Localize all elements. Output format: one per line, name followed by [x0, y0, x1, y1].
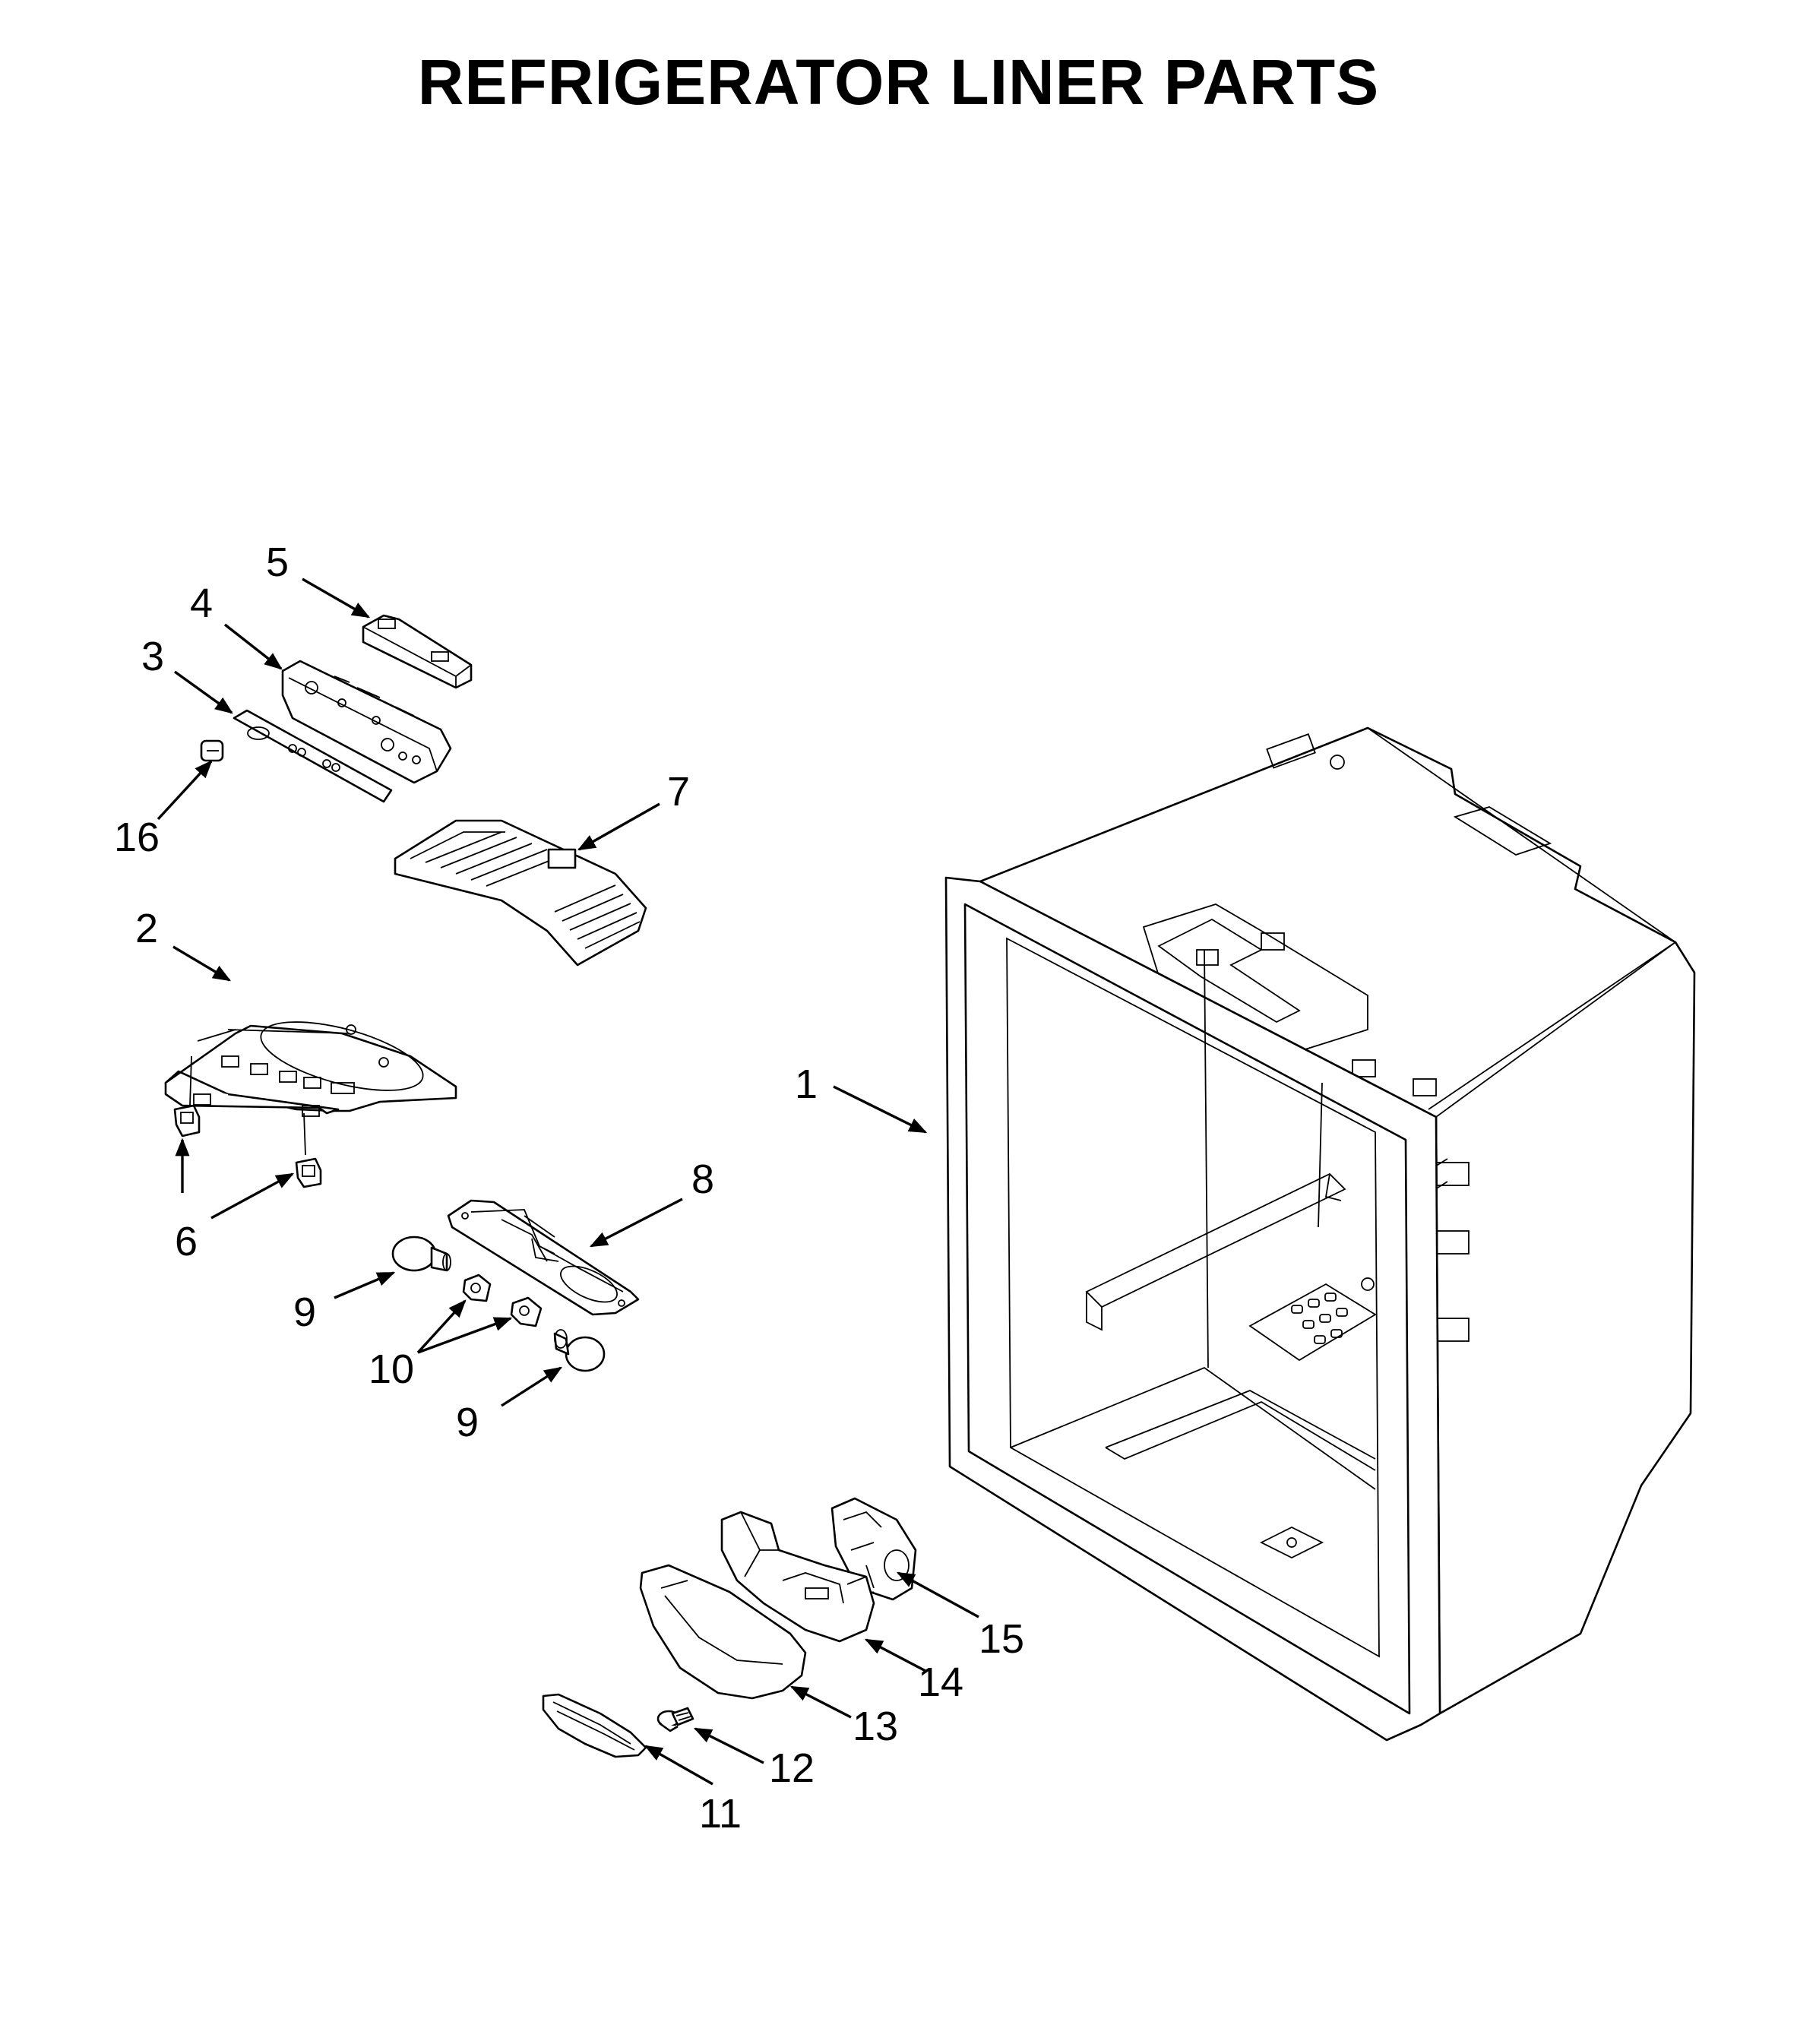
callout-5: 5 [266, 539, 289, 585]
callout-6: 6 [175, 1219, 198, 1264]
part-2-guide-line-left [189, 1055, 192, 1106]
leader-15 [896, 1571, 979, 1618]
part-2-guide-line-right [303, 1112, 306, 1156]
callout-16: 16 [114, 815, 160, 860]
leader-11 [644, 1745, 713, 1786]
part-8-light-housing [447, 1199, 640, 1316]
part-11-grille [542, 1693, 647, 1758]
leader-7 [577, 802, 660, 851]
callout-3: 3 [141, 634, 164, 679]
leader-12 [693, 1727, 764, 1764]
leader-8 [589, 1198, 683, 1248]
callout-13: 13 [853, 1704, 898, 1749]
part-4-housing [281, 660, 452, 784]
leader-1 [833, 1085, 928, 1134]
leader-16 [157, 760, 213, 821]
callout-1: 1 [795, 1062, 818, 1107]
part-10-socket-upper [462, 1274, 492, 1302]
leader-5 [302, 577, 371, 619]
part-9-bulb-lower [553, 1329, 606, 1372]
callout-10: 10 [369, 1346, 414, 1392]
leader-2 [172, 945, 232, 982]
part-14-bracket [720, 1511, 875, 1643]
leader-10b [417, 1317, 513, 1354]
callout-9-upper: 9 [293, 1289, 316, 1335]
part-5-cover [362, 614, 473, 689]
part-6-switch-right [295, 1157, 322, 1188]
leader-3 [174, 670, 233, 714]
part-12-screw [656, 1707, 694, 1732]
part-10-socket-lower [510, 1296, 543, 1327]
callout-labels: 1 2 3 4 5 6 7 8 9 9 10 11 12 13 14 15 16 [114, 539, 1024, 1837]
callout-15: 15 [979, 1616, 1024, 1662]
leader-9a [334, 1271, 396, 1299]
callout-2: 2 [135, 906, 158, 951]
callout-4: 4 [190, 581, 213, 626]
leader-lines [157, 577, 979, 1786]
callout-7: 7 [667, 769, 690, 815]
part-13-trim-cover [639, 1564, 807, 1700]
leader-9b [501, 1366, 563, 1407]
leader-10a [416, 1299, 467, 1354]
part-7-shroud [394, 819, 647, 967]
leader-13 [789, 1685, 852, 1719]
callout-8: 8 [691, 1156, 714, 1202]
callout-12: 12 [769, 1745, 815, 1791]
callout-11: 11 [699, 1791, 742, 1837]
diagram-title: REFRIGERATOR LINER PARTS [417, 46, 1380, 118]
part-1-liner [944, 726, 1696, 1742]
leader-14 [864, 1638, 928, 1673]
part-2-control-housing [164, 1021, 457, 1117]
part-16-clip [200, 739, 224, 762]
leader-6b [210, 1172, 295, 1220]
part-3-overlay [233, 709, 393, 803]
callout-14: 14 [918, 1660, 963, 1705]
part-6-switch-left [173, 1104, 201, 1137]
leader-4 [223, 623, 283, 670]
callout-9-lower: 9 [456, 1400, 479, 1445]
part-9-bulb-upper [391, 1236, 451, 1272]
